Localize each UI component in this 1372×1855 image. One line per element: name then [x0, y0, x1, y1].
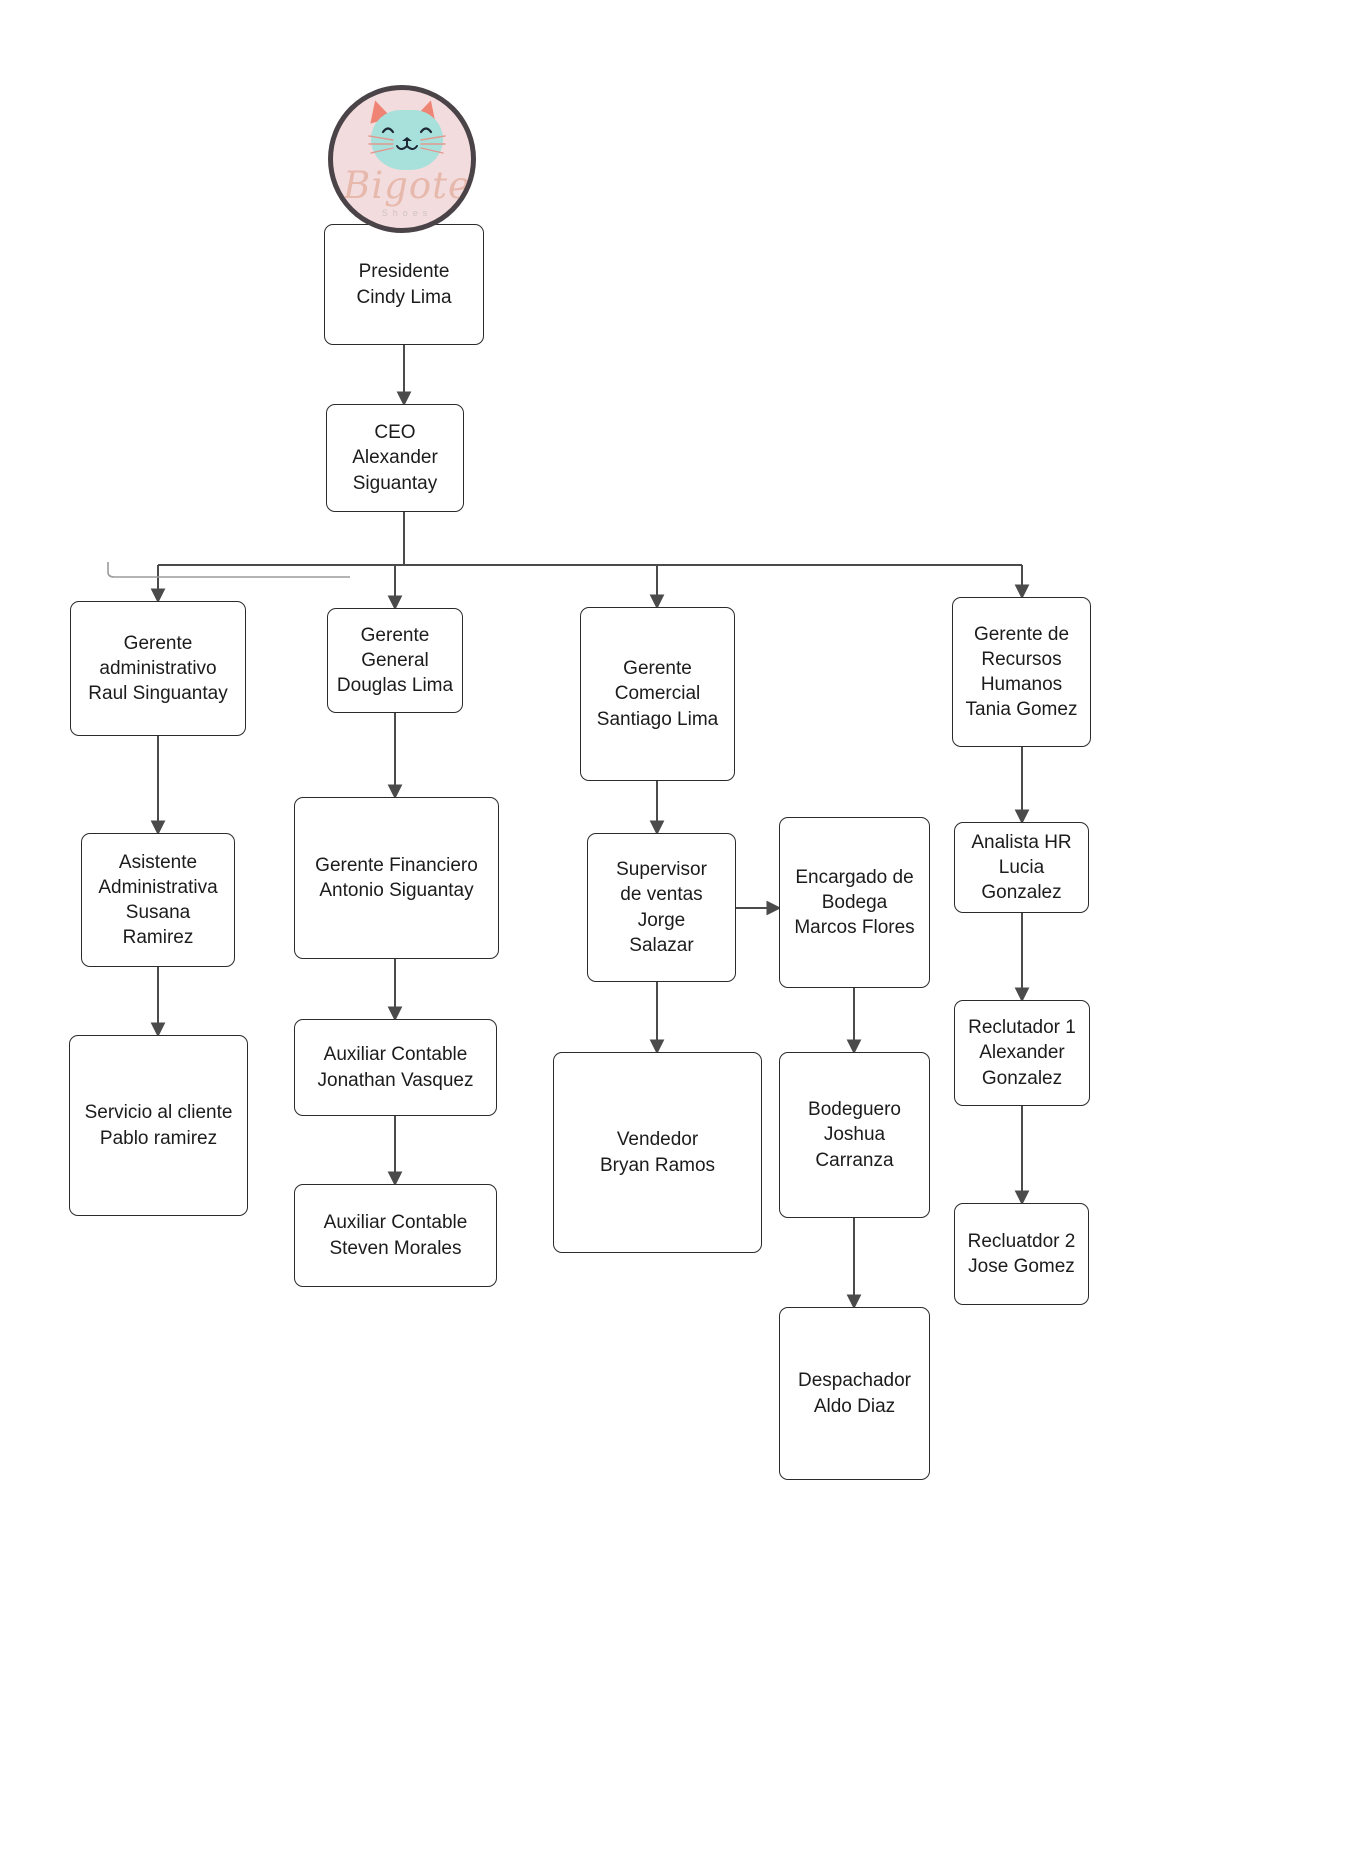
- node-presidente[interactable]: Presidente Cindy Lima: [324, 224, 484, 345]
- company-logo: Bigote Shoes: [328, 85, 480, 233]
- node-gerente-general-label: Gerente General Douglas Lima: [336, 624, 454, 697]
- node-reclutador-2[interactable]: Recluatdor 2 Jose Gomez: [954, 1203, 1089, 1305]
- node-despachador-label: Despachador Aldo Diaz: [797, 1370, 912, 1417]
- node-analista-hr[interactable]: Analista HR Lucia Gonzalez: [954, 822, 1089, 913]
- node-gerente-administrativo-label: Gerente administrativo Raul Singuantay: [88, 632, 228, 705]
- node-analista-hr-label: Analista HR Lucia Gonzalez: [971, 831, 1072, 904]
- node-asistente-administrativa[interactable]: Asistente Administrativa Susana Ramirez: [81, 833, 235, 967]
- node-gerente-recursos-humanos[interactable]: Gerente de Recursos Humanos Tania Gomez: [952, 597, 1091, 747]
- node-bodeguero[interactable]: Bodeguero Joshua Carranza: [779, 1052, 930, 1218]
- logo-circle: Bigote Shoes: [328, 85, 476, 233]
- node-vendedor[interactable]: Vendedor Bryan Ramos: [553, 1052, 762, 1253]
- cat-face-icon: [368, 127, 446, 154]
- node-servicio-al-cliente-label: Servicio al cliente Pablo ramirez: [84, 1102, 233, 1149]
- node-supervisor-de-ventas-label: Supervisor de ventas Jorge Salazar: [616, 859, 707, 956]
- node-gerente-comercial-label: Gerente Comercial Santiago Lima: [596, 658, 719, 730]
- node-ceo[interactable]: CEO Alexander Siguantay: [326, 404, 464, 512]
- node-despachador[interactable]: Despachador Aldo Diaz: [779, 1307, 930, 1480]
- node-auxiliar-contable-1-label: Auxiliar Contable Jonathan Vasquez: [317, 1044, 474, 1091]
- node-supervisor-de-ventas[interactable]: Supervisor de ventas Jorge Salazar: [587, 833, 736, 982]
- node-servicio-al-cliente[interactable]: Servicio al cliente Pablo ramirez: [69, 1035, 248, 1216]
- node-auxiliar-contable-2-label: Auxiliar Contable Steven Morales: [323, 1212, 468, 1259]
- node-presidente-label: Presidente Cindy Lima: [356, 261, 452, 308]
- node-gerente-financiero[interactable]: Gerente Financiero Antonio Siguantay: [294, 797, 499, 959]
- logo-brand-sub: Shoes: [381, 208, 433, 218]
- logo-brand-script: Bigote: [343, 164, 471, 207]
- node-gerente-administrativo[interactable]: Gerente administrativo Raul Singuantay: [70, 601, 246, 736]
- node-ceo-label: CEO Alexander Siguantay: [352, 422, 438, 494]
- node-asistente-administrativa-label: Asistente Administrativa Susana Ramirez: [98, 851, 218, 949]
- node-gerente-general[interactable]: Gerente General Douglas Lima: [327, 608, 463, 713]
- node-reclutador-2-label: Recluatdor 2 Jose Gomez: [967, 1230, 1076, 1277]
- node-auxiliar-contable-1[interactable]: Auxiliar Contable Jonathan Vasquez: [294, 1019, 497, 1116]
- node-gerente-recursos-humanos-label: Gerente de Recursos Humanos Tania Gomez: [965, 623, 1078, 721]
- node-auxiliar-contable-2[interactable]: Auxiliar Contable Steven Morales: [294, 1184, 497, 1287]
- node-vendedor-label: Vendedor Bryan Ramos: [599, 1129, 716, 1176]
- node-reclutador-1[interactable]: Reclutador 1 Alexander Gonzalez: [954, 1000, 1090, 1106]
- node-gerente-comercial[interactable]: Gerente Comercial Santiago Lima: [580, 607, 735, 781]
- edge-bus-left-elbow: [107, 562, 350, 578]
- node-bodeguero-label: Bodeguero Joshua Carranza: [808, 1099, 901, 1171]
- node-encargado-de-bodega-label: Encargado de Bodega Marcos Flores: [794, 866, 915, 939]
- node-reclutador-1-label: Reclutador 1 Alexander Gonzalez: [968, 1017, 1076, 1089]
- node-encargado-de-bodega[interactable]: Encargado de Bodega Marcos Flores: [779, 817, 930, 988]
- node-gerente-financiero-label: Gerente Financiero Antonio Siguantay: [315, 854, 478, 901]
